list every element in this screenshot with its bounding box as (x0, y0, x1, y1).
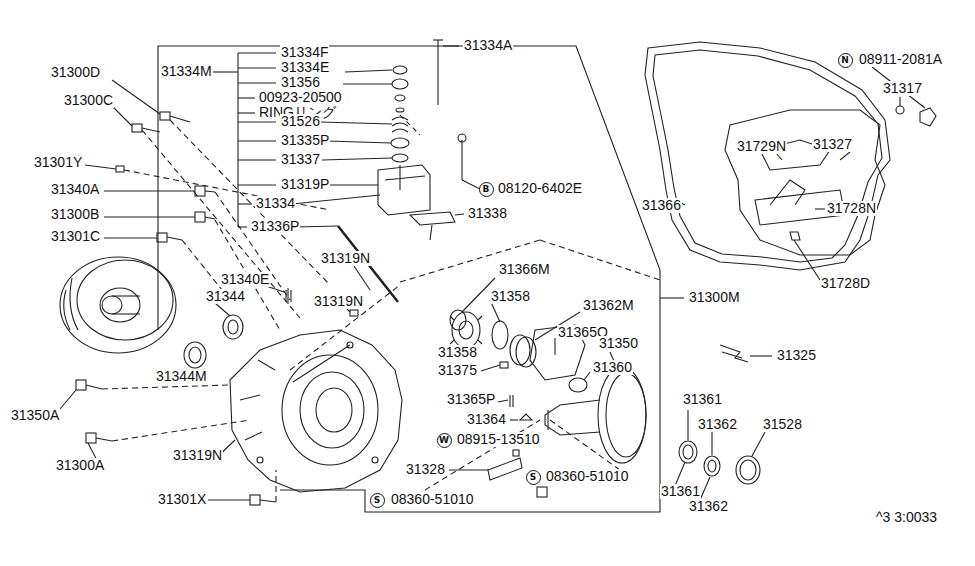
assembly-lines (102, 120, 660, 502)
callout-number: 31319N (172, 448, 223, 463)
assembly-outline (158, 46, 660, 512)
callout-number: 31729N (736, 139, 787, 154)
callout-number: 31328 (405, 462, 446, 477)
callout-number: 31728D (820, 276, 871, 291)
spring (286, 288, 291, 304)
callout-number: 31364 (466, 412, 507, 427)
callout-number: 31358 (490, 289, 531, 304)
seal (223, 315, 243, 339)
circled-symbol: W (437, 433, 452, 448)
callout-number: 31327 (812, 137, 853, 152)
symbol-letter: W (439, 436, 449, 445)
symbol-letter: B (483, 185, 490, 194)
callout-number: 31728N (826, 201, 877, 216)
callout-number: 31334M (160, 64, 213, 79)
seal (184, 342, 206, 368)
torque-converter (60, 257, 176, 353)
callout-number: 31300M (688, 290, 741, 305)
callout-number: 31360 (592, 360, 633, 375)
callout-number: 31366 (641, 198, 682, 213)
gasket (645, 42, 890, 270)
circled-symbol: S (370, 493, 385, 508)
callout-number: 08360-51010 (390, 492, 475, 507)
circled-symbol: N (838, 53, 853, 68)
symbol-letter: S (530, 473, 536, 482)
callout-number: 31338 (467, 206, 508, 221)
callout-number: 31301Y (33, 155, 83, 170)
callout-number: 31361 (660, 484, 701, 499)
callout-number: 08911-2081A (858, 52, 943, 67)
callout-number: 31319N (320, 251, 371, 266)
callout-number: 08120-6402E (497, 181, 583, 196)
callout-number: 31350A (10, 408, 60, 423)
callout-number: 31526 (280, 114, 321, 129)
symbol-letter: N (841, 56, 849, 65)
callout-number: 31325 (776, 348, 817, 363)
callout-number: 31375 (437, 363, 478, 378)
callout-number: 31300C (63, 93, 114, 108)
callout-number: 31334F (280, 45, 329, 60)
callout-number: 31336P (250, 219, 300, 234)
callout-number: 31344M (155, 369, 208, 384)
callout-number: 08915-13510 (456, 432, 541, 447)
callout-number: 08360-51010 (545, 469, 630, 484)
callout-number: 31300D (50, 65, 101, 80)
side-cover (725, 67, 936, 280)
callout-number: 31356 (280, 75, 321, 90)
callout-number: 31319P (280, 177, 330, 192)
bolts (60, 80, 547, 505)
leader-line (660, 297, 684, 298)
callout-number: 31358 (437, 345, 478, 360)
callout-number: 31301X (157, 492, 207, 507)
callout-number: 31362 (697, 417, 738, 432)
symbol-letter: S (374, 496, 380, 505)
callout-number: 31300A (55, 458, 105, 473)
transmission-case (212, 330, 402, 492)
clip (720, 345, 748, 362)
callout-number: 31334E (280, 60, 330, 75)
callout-number: 31528 (762, 417, 803, 432)
callout-number: 31337 (280, 152, 321, 167)
callout-number: 00923-20500 (258, 90, 343, 105)
callout-number: 31334 (255, 196, 296, 211)
callout-number: 31301C (50, 229, 101, 244)
callout-number: 31319N (313, 294, 364, 309)
callout-number: 31362 (688, 499, 729, 514)
callout-number: 31340A (50, 182, 100, 197)
callout-number: ^3 3:0033 (875, 510, 938, 525)
oil-pump (449, 278, 646, 480)
callout-number: 31300B (50, 207, 100, 222)
strainer (488, 458, 522, 480)
callout-number: 31361 (682, 392, 723, 407)
callout-number: 31344 (205, 289, 246, 304)
callout-number: 31335P (280, 133, 330, 148)
callout-number: 31340E (220, 272, 270, 287)
circled-symbol: S (526, 470, 541, 485)
callout-number: 31362M (582, 298, 635, 313)
callout-number: 31366M (498, 262, 551, 277)
callout-number: 31317 (882, 81, 923, 96)
callout-number: 31365P (446, 392, 496, 407)
callout-number: 31334A (463, 38, 513, 53)
callout-number: 31350 (598, 336, 639, 351)
circled-symbol: B (479, 182, 494, 197)
